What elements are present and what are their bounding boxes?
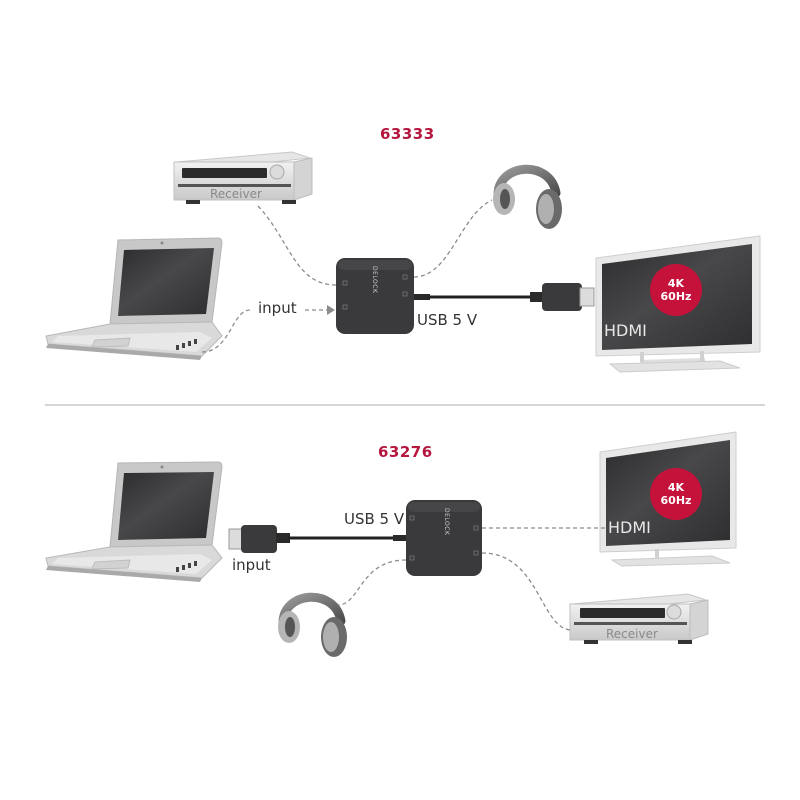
usb-power-label-top: USB 5 V	[417, 311, 478, 329]
receiver-icon	[569, 593, 709, 644]
usb-plug-icon	[228, 525, 407, 553]
connection-lines-top	[201, 199, 493, 353]
badge-line1: 4K	[667, 481, 685, 494]
hdmi-label-bottom: HDMI	[608, 518, 651, 537]
connection-lines-bottom	[337, 527, 606, 631]
model-number-top: 63333	[380, 125, 435, 143]
laptop-icon	[45, 461, 223, 582]
hdmi-plug-icon	[414, 283, 595, 311]
receiver-icon	[173, 151, 313, 204]
adapter-icon	[336, 258, 414, 334]
hdmi-label-top: HDMI	[604, 321, 647, 340]
adapter-brand-top: DELOCK	[371, 266, 378, 294]
usb-power-label-bottom: USB 5 V	[344, 510, 405, 528]
laptop-icon	[45, 237, 223, 360]
model-number-bottom: 63276	[378, 443, 433, 461]
resolution-badge-top: 4K 60Hz	[650, 264, 702, 316]
receiver-label-top: Receiver	[210, 187, 262, 201]
resolution-badge-bottom: 4K 60Hz	[650, 468, 702, 520]
badge-line1: 4K	[667, 277, 685, 290]
arrow-icon	[327, 305, 335, 315]
badge-line2: 60Hz	[660, 494, 692, 507]
headphones-icon	[278, 592, 347, 657]
adapter-icon	[406, 500, 482, 576]
receiver-label-bottom: Receiver	[606, 627, 658, 641]
input-label-bottom: input	[232, 556, 271, 574]
badge-line2: 60Hz	[660, 290, 692, 303]
headphones-icon	[493, 164, 562, 229]
input-label-top: input	[258, 299, 297, 317]
adapter-brand-bottom: DELOCK	[443, 508, 450, 536]
